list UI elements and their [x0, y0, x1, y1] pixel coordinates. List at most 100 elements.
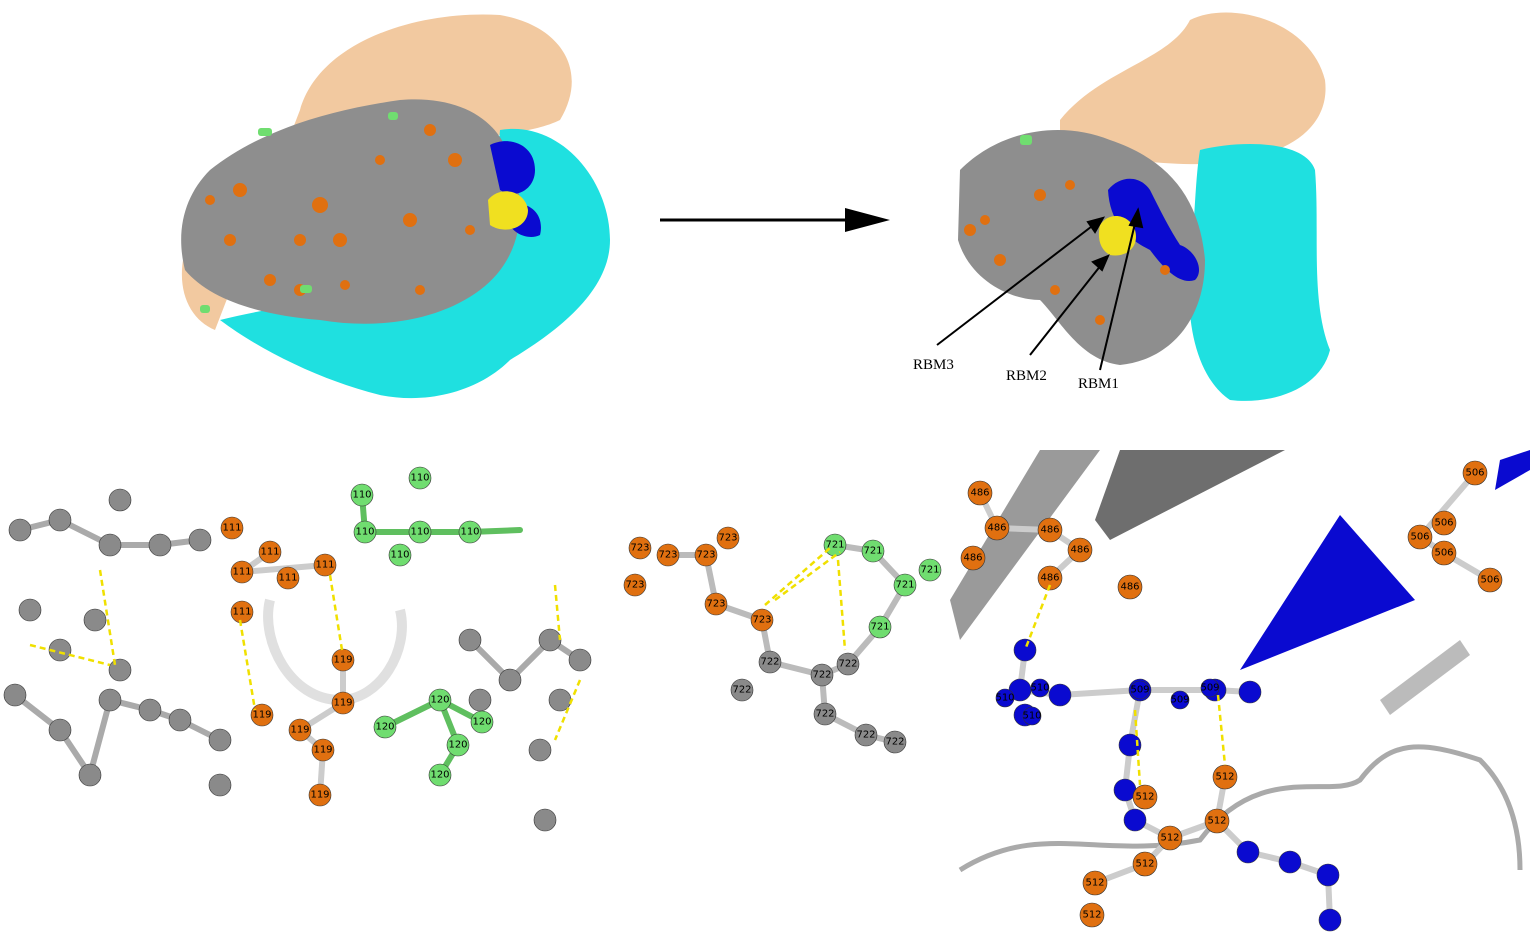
residue-label: 512 — [1135, 859, 1154, 870]
atom: 510 — [1022, 706, 1042, 726]
atom: 110 — [388, 543, 412, 567]
atom: 120 — [428, 688, 452, 712]
residue-label: 506 — [1410, 532, 1429, 543]
hydrogen-bond — [238, 619, 257, 711]
residue-label: 509 — [1170, 695, 1189, 706]
atom — [208, 728, 232, 752]
residue-label: 506 — [1434, 548, 1453, 559]
residue-label: 486 — [1070, 545, 1089, 556]
hydrogen-bond — [774, 550, 841, 602]
atom — [108, 658, 132, 682]
hydrogen-bond — [328, 574, 344, 651]
atom: 110 — [458, 520, 482, 544]
atom — [498, 668, 522, 692]
residue-label: 119 — [310, 790, 329, 801]
atom: 111 — [276, 566, 300, 590]
residue-label: 512 — [1082, 910, 1101, 921]
atom: 510 — [995, 688, 1015, 708]
atom: 119 — [331, 648, 355, 672]
atom: 509 — [1200, 678, 1220, 698]
atom: 119 — [288, 718, 312, 742]
atom: 119 — [308, 783, 332, 807]
residue-label: 512 — [1135, 792, 1154, 803]
rbm-arrows — [936, 207, 1144, 371]
atom: 486 — [1117, 574, 1143, 600]
atom — [168, 708, 192, 732]
hydrogen-bond — [29, 643, 111, 667]
green-patches — [200, 112, 398, 313]
hydrogen-bond — [764, 547, 831, 606]
residue-label: 119 — [313, 745, 332, 756]
residue-label: 506 — [1465, 468, 1484, 479]
blue-cartoon-arrow — [1240, 515, 1415, 670]
atom: 110 — [353, 520, 377, 544]
residue-label: 119 — [333, 698, 352, 709]
atom: 111 — [220, 516, 244, 540]
residue-label: 510 — [1022, 711, 1041, 722]
atom — [98, 688, 122, 712]
residue-label: 510 — [995, 693, 1014, 704]
residue-label: 723 — [630, 543, 649, 554]
atom — [78, 763, 102, 787]
residue-label: 722 — [812, 670, 831, 681]
atom — [468, 688, 492, 712]
atom — [83, 608, 107, 632]
atom — [208, 773, 232, 797]
residue-label: 110 — [410, 527, 429, 538]
residue-label: 110 — [355, 527, 374, 538]
atom: 506 — [1462, 460, 1488, 486]
rbm1-label: RBM1 — [1078, 376, 1119, 392]
green-patch — [1020, 135, 1032, 145]
residue-label: 723 — [706, 599, 725, 610]
atom: 723 — [694, 543, 718, 567]
residue-label: 723 — [696, 550, 715, 561]
atom — [108, 488, 132, 512]
atom: 722 — [836, 652, 860, 676]
rbm2-label: RBM2 — [1006, 368, 1047, 384]
atom: 723 — [628, 536, 652, 560]
atom: 486 — [960, 545, 986, 571]
residue-label: 486 — [970, 488, 989, 499]
atom: 722 — [883, 730, 907, 754]
residue-label: 110 — [460, 527, 479, 538]
atom: 120 — [470, 710, 494, 734]
atom — [1113, 778, 1137, 802]
atom — [48, 718, 72, 742]
atom: 722 — [854, 723, 878, 747]
residue-label: 721 — [870, 622, 889, 633]
atom: 120 — [428, 763, 452, 787]
atom: 723 — [750, 608, 774, 632]
hydrogen-bond — [1023, 584, 1052, 651]
residue-label: 722 — [732, 685, 751, 696]
right-arrow-icon — [660, 208, 890, 232]
wheat-chain — [181, 14, 572, 330]
interaction-panel-2: 7237237237237237237237227227227227227227… — [623, 526, 942, 754]
atom: 512 — [1132, 784, 1158, 810]
atom: 506 — [1477, 567, 1503, 593]
residue-label: 120 — [472, 717, 491, 728]
atom — [98, 533, 122, 557]
blue-patch-rbm1 — [1108, 178, 1200, 281]
residue-label: 111 — [278, 573, 297, 584]
atom: 722 — [810, 663, 834, 687]
atom: 512 — [1204, 808, 1230, 834]
hydrogen-bond — [98, 569, 117, 666]
atom: 111 — [230, 560, 254, 584]
atom: 486 — [984, 515, 1010, 541]
residue-label: 506 — [1434, 518, 1453, 529]
residue-label: 119 — [333, 655, 352, 666]
atom — [188, 528, 212, 552]
residue-label: 509 — [1200, 683, 1219, 694]
residue-label: 486 — [1120, 582, 1139, 593]
protein-surface-after: RBM3 RBM2 RBM1 — [913, 12, 1330, 401]
atom: 512 — [1132, 851, 1158, 877]
wheat-chain — [1060, 12, 1326, 165]
residue-label: 111 — [315, 560, 334, 571]
atom — [1013, 638, 1037, 662]
bond — [1417, 470, 1478, 540]
residue-label: 512 — [1207, 816, 1226, 827]
atom: 722 — [813, 702, 837, 726]
atom: 119 — [331, 691, 355, 715]
atom: 486 — [1067, 537, 1093, 563]
